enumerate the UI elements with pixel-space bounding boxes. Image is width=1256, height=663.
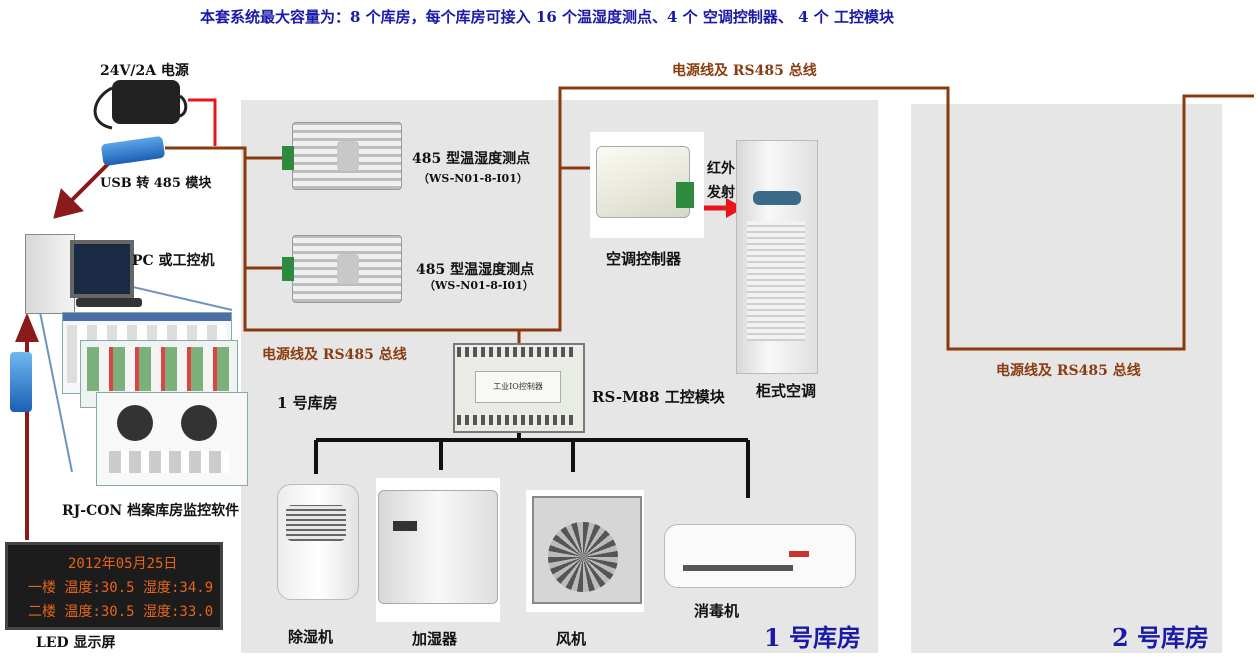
sensor-1-terminal	[282, 146, 294, 170]
bus-label-top: 电源线及 RS485 总线	[672, 63, 817, 79]
software-label: RJ-CON 档案库房监控软件	[62, 503, 240, 519]
sensor-1-model: （WS-N01-8-I01）	[418, 172, 528, 185]
main-bus-line	[165, 86, 1254, 351]
sensor-2-terminal	[282, 257, 294, 281]
pc-label: PC 或工控机	[132, 253, 215, 269]
cabinet-ac-icon	[736, 140, 818, 374]
warehouse-2-title: 2 号库房	[1112, 623, 1210, 652]
fan-frame	[526, 490, 644, 612]
led-line-floor1: 一楼 温度:30.5 湿度:34.9	[28, 580, 214, 596]
device-label-sterilizer: 消毒机	[694, 602, 740, 620]
sensor-2-icon	[292, 235, 402, 303]
sensor-1-label: 485 型温湿度测点	[412, 151, 531, 167]
led-line-floor2: 二楼 温度:30.5 湿度:33.0	[28, 604, 214, 620]
sensor-1-icon	[292, 122, 402, 190]
usb-stick-icon	[10, 352, 32, 412]
humidifier-frame	[376, 478, 500, 622]
power-cable	[188, 98, 217, 146]
dehumidifier-icon	[277, 484, 359, 600]
power-supply-label: 24V/2A 电源	[100, 63, 189, 79]
infrared-label-1: 红外	[707, 161, 735, 177]
ac-controller-frame	[590, 132, 704, 238]
device-label-humidifier: 加湿器	[412, 630, 458, 648]
bus-label-right: 电源线及 RS485 总线	[996, 363, 1141, 379]
keyboard-icon	[76, 298, 142, 307]
usb-module-label: USB 转 485 模块	[100, 176, 212, 191]
led-up-arrow	[15, 312, 39, 342]
sensor-2-label: 485 型温湿度测点	[416, 262, 535, 278]
led-display: 2012年05月25日 一楼 温度:30.5 湿度:34.9 二楼 温度:30.…	[5, 542, 223, 630]
humidifier-icon	[378, 490, 498, 604]
power-adapter-icon	[112, 80, 180, 124]
device-label-dehumidifier: 除湿机	[288, 628, 334, 646]
bus-label-left: 电源线及 RS485 总线	[262, 347, 407, 363]
warehouse-1-small-label: 1 号库房	[277, 394, 338, 412]
usb-to-pc-arrow	[53, 188, 84, 219]
fan-icon	[532, 496, 642, 604]
io-module-icon: 工业IO控制器	[453, 343, 585, 433]
sterilizer-icon	[664, 524, 856, 588]
device-label-fan: 风机	[556, 630, 587, 648]
ac-controller-terminal	[676, 182, 694, 208]
ac-controller-icon	[596, 146, 690, 218]
io-module-plate: 工业IO控制器	[475, 371, 561, 403]
infrared-label-2: 发射	[707, 185, 735, 201]
ac-controller-label: 空调控制器	[606, 250, 682, 268]
warehouse-1-title: 1 号库房	[764, 623, 862, 652]
led-date: 2012年05月25日	[68, 556, 178, 572]
io-module-label: RS-M88 工控模块	[592, 388, 725, 406]
infrared-arrow	[726, 198, 744, 218]
software-screenshot-3	[96, 392, 248, 486]
power-cord-icon	[93, 86, 188, 130]
sensor-2-model: （WS-N01-8-I01）	[424, 279, 534, 292]
capacity-note: 本套系统最大容量为：8 个库房，每个库房可接入 16 个温湿度测点、4 个 空调…	[200, 8, 894, 26]
warehouse-2-panel	[911, 104, 1222, 653]
cabinet-ac-label: 柜式空调	[756, 382, 817, 400]
pc-tower-icon	[25, 234, 75, 314]
led-display-label: LED 显示屏	[36, 635, 116, 651]
pc-monitor-icon	[70, 240, 134, 298]
software-screenshot-2	[80, 340, 238, 408]
